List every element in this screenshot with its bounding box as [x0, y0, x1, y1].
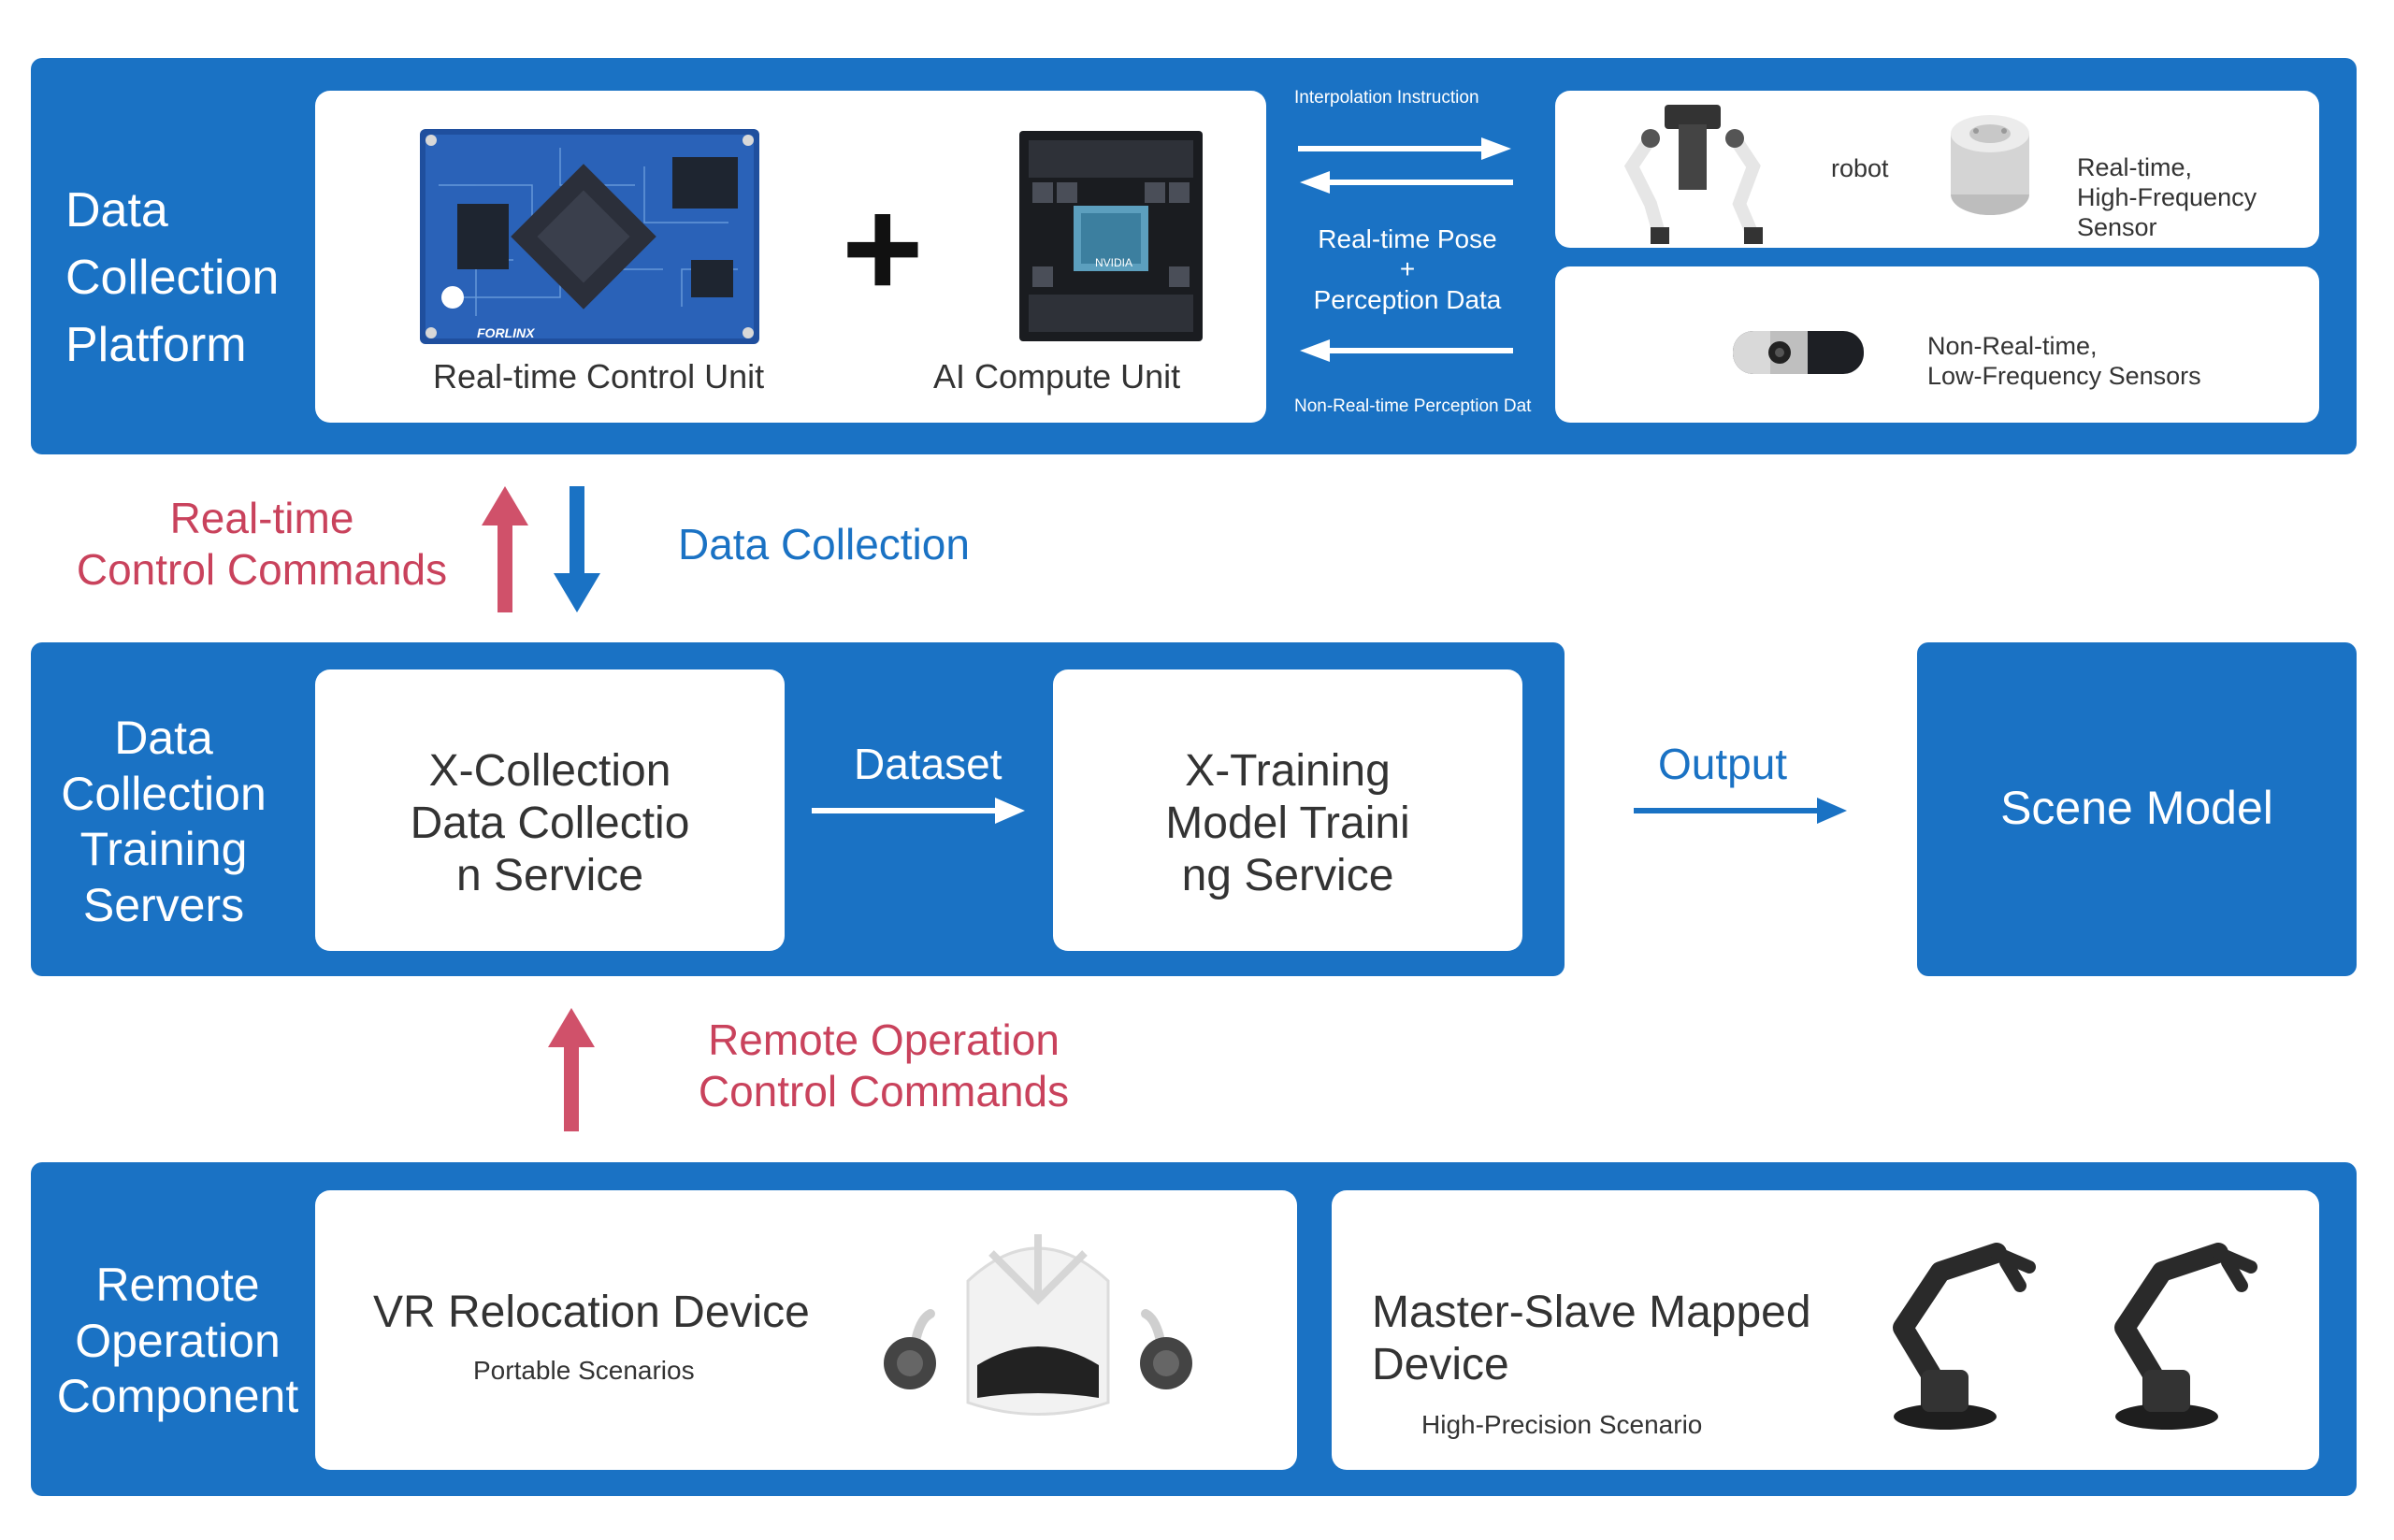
robot-arm-left-icon	[1893, 1243, 2036, 1430]
non-rt-perception-label: Non-Real-time Perception Dat	[1294, 396, 1532, 416]
plus-sign: +	[842, 169, 924, 326]
training-service-label: X-Training Model Traini ng Service	[1165, 746, 1410, 901]
hf-sensor-label: Real-time, High-Frequency Sensor	[2077, 153, 2257, 241]
output-label: Output	[1658, 740, 1788, 788]
collection-service-card	[315, 669, 785, 951]
chip-brand: NVIDIA	[1095, 256, 1133, 269]
control-unit-label: Real-time Control Unit	[433, 357, 765, 396]
collection-service-label: X-Collection Data Collectio n Service	[410, 746, 690, 901]
red-up-arrow-top	[482, 486, 528, 612]
vr-device-title: VR Relocation Device	[373, 1288, 810, 1337]
training-service-card	[1053, 669, 1522, 951]
data-collection-platform-label: Data Collection Platform	[65, 183, 280, 372]
robot-arms-icon	[1623, 105, 1763, 244]
low-freq-sensor-card	[1555, 266, 2319, 423]
arrow-left-lower	[1300, 339, 1513, 362]
data-collection-label: Data Collection	[678, 520, 970, 569]
scene-model-label: Scene Model	[2000, 782, 2273, 834]
robot-label: robot	[1831, 154, 1889, 182]
blue-down-arrow-top	[554, 486, 600, 612]
output-arrow	[1634, 798, 1847, 824]
remote-operation-label: Remote Operation Component	[56, 1259, 299, 1422]
arrow-right-upper	[1298, 137, 1511, 160]
rt-control-commands-label: Real-time Control Commands	[76, 494, 448, 594]
force-sensor-icon	[1951, 115, 2029, 215]
ai-unit-label: AI Compute Unit	[933, 357, 1181, 396]
dataset-label: Dataset	[854, 740, 1002, 788]
vr-device-card	[315, 1190, 1297, 1470]
servers-label: Data Collection Training Servers	[61, 712, 267, 931]
vr-headset-icon	[884, 1234, 1192, 1416]
board-brand: FORLINX	[477, 325, 535, 340]
remote-control-commands-label: Remote Operation Control Commands	[698, 1015, 1070, 1115]
lf-sensor-label: Non-Real-time, Low-Frequency Sensors	[1927, 332, 2201, 390]
ai-compute-module-icon	[1019, 131, 1203, 341]
red-up-arrow-bottom	[548, 1008, 595, 1131]
scene-model-box	[1917, 642, 2357, 976]
dataset-arrow	[812, 798, 1025, 824]
master-slave-title: Master-Slave Mapped Device	[1372, 1288, 1811, 1389]
arrow-left-upper	[1300, 171, 1513, 194]
master-slave-subtitle: High-Precision Scenario	[1421, 1410, 1703, 1439]
control-board-icon	[420, 129, 759, 344]
robot-arm-right-icon	[2114, 1243, 2257, 1430]
interpolation-label: Interpolation Instruction	[1294, 88, 1479, 108]
pose-perception-label: Real-time Pose + Perception Data	[1313, 224, 1502, 314]
depth-camera-icon	[1733, 331, 1864, 374]
vr-device-subtitle: Portable Scenarios	[473, 1356, 695, 1385]
